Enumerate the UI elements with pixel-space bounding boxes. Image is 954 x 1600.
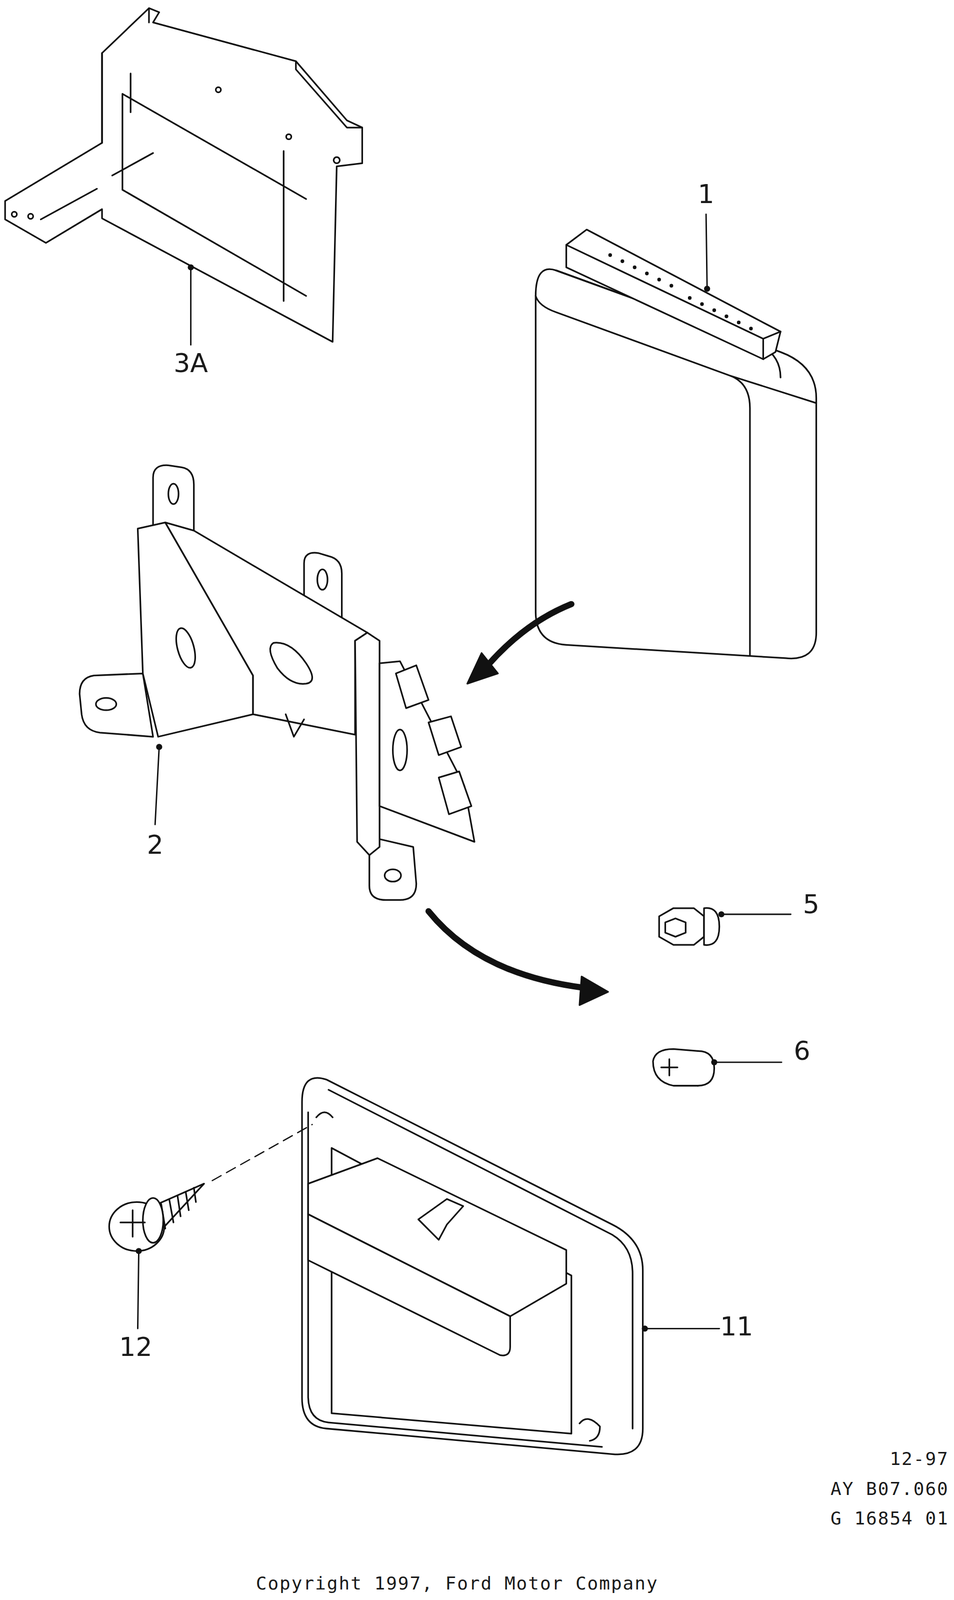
callout-number: 3A bbox=[173, 350, 208, 376]
date-code: 12-97 bbox=[889, 1449, 949, 1468]
bracket-clip bbox=[428, 716, 461, 755]
cutout bbox=[172, 626, 199, 670]
module-connector-edge bbox=[566, 245, 781, 360]
screw-neck bbox=[143, 1197, 164, 1243]
assembly-arrow bbox=[487, 604, 571, 665]
cutout bbox=[393, 729, 408, 771]
slot bbox=[168, 483, 179, 504]
assembly-line bbox=[212, 1124, 312, 1180]
arrowhead bbox=[467, 653, 498, 684]
callout-number: 11 bbox=[720, 1313, 753, 1339]
cutout bbox=[270, 642, 312, 684]
module-connector bbox=[566, 229, 781, 359]
bolt bbox=[659, 908, 704, 945]
connector-pins bbox=[608, 253, 753, 330]
drawing-reference: AY B07.060 bbox=[830, 1479, 949, 1498]
bracket-clip bbox=[379, 661, 475, 842]
plate-edge bbox=[102, 8, 362, 143]
hole bbox=[286, 134, 291, 139]
hole bbox=[216, 87, 221, 92]
callout-number: 5 bbox=[803, 891, 820, 917]
bracket-clip bbox=[396, 665, 429, 708]
slot bbox=[384, 869, 401, 881]
callout-number: 12 bbox=[119, 1333, 152, 1360]
cover-body bbox=[302, 1077, 643, 1454]
leader-dots bbox=[135, 264, 724, 1331]
thread-lines bbox=[161, 1187, 196, 1229]
screw-flange bbox=[698, 1050, 715, 1085]
screw-recess bbox=[661, 1059, 678, 1076]
mounting-plate bbox=[5, 8, 362, 342]
callout-number: 2 bbox=[147, 831, 164, 858]
hole bbox=[11, 211, 17, 217]
assembly-arrow bbox=[428, 911, 584, 988]
slot bbox=[317, 569, 328, 590]
slot bbox=[96, 697, 117, 710]
arrowhead bbox=[579, 976, 608, 1005]
hole bbox=[333, 157, 340, 163]
drawing-number: G 16854 01 bbox=[830, 1509, 949, 1527]
cover-latch bbox=[418, 1198, 464, 1240]
bolt-flange bbox=[704, 907, 720, 945]
copyright-note: Copyright 1997, Ford Motor Company bbox=[256, 1574, 659, 1592]
cover-connector bbox=[308, 1214, 510, 1355]
screw-recess bbox=[120, 1210, 145, 1237]
cover-rim bbox=[308, 1089, 633, 1447]
bolt-head bbox=[665, 918, 686, 937]
cover-slot bbox=[316, 1112, 600, 1441]
callout-number: 1 bbox=[698, 181, 715, 207]
bracket-clip bbox=[438, 771, 471, 814]
bracket-tray bbox=[165, 522, 368, 735]
callout-number: 6 bbox=[793, 1037, 810, 1064]
plate-slot bbox=[41, 73, 307, 301]
hole bbox=[28, 213, 33, 219]
bracket-notch bbox=[285, 714, 304, 737]
leader-lines bbox=[137, 214, 791, 1328]
bracket-side bbox=[355, 632, 380, 855]
bracket-tab bbox=[79, 673, 153, 737]
